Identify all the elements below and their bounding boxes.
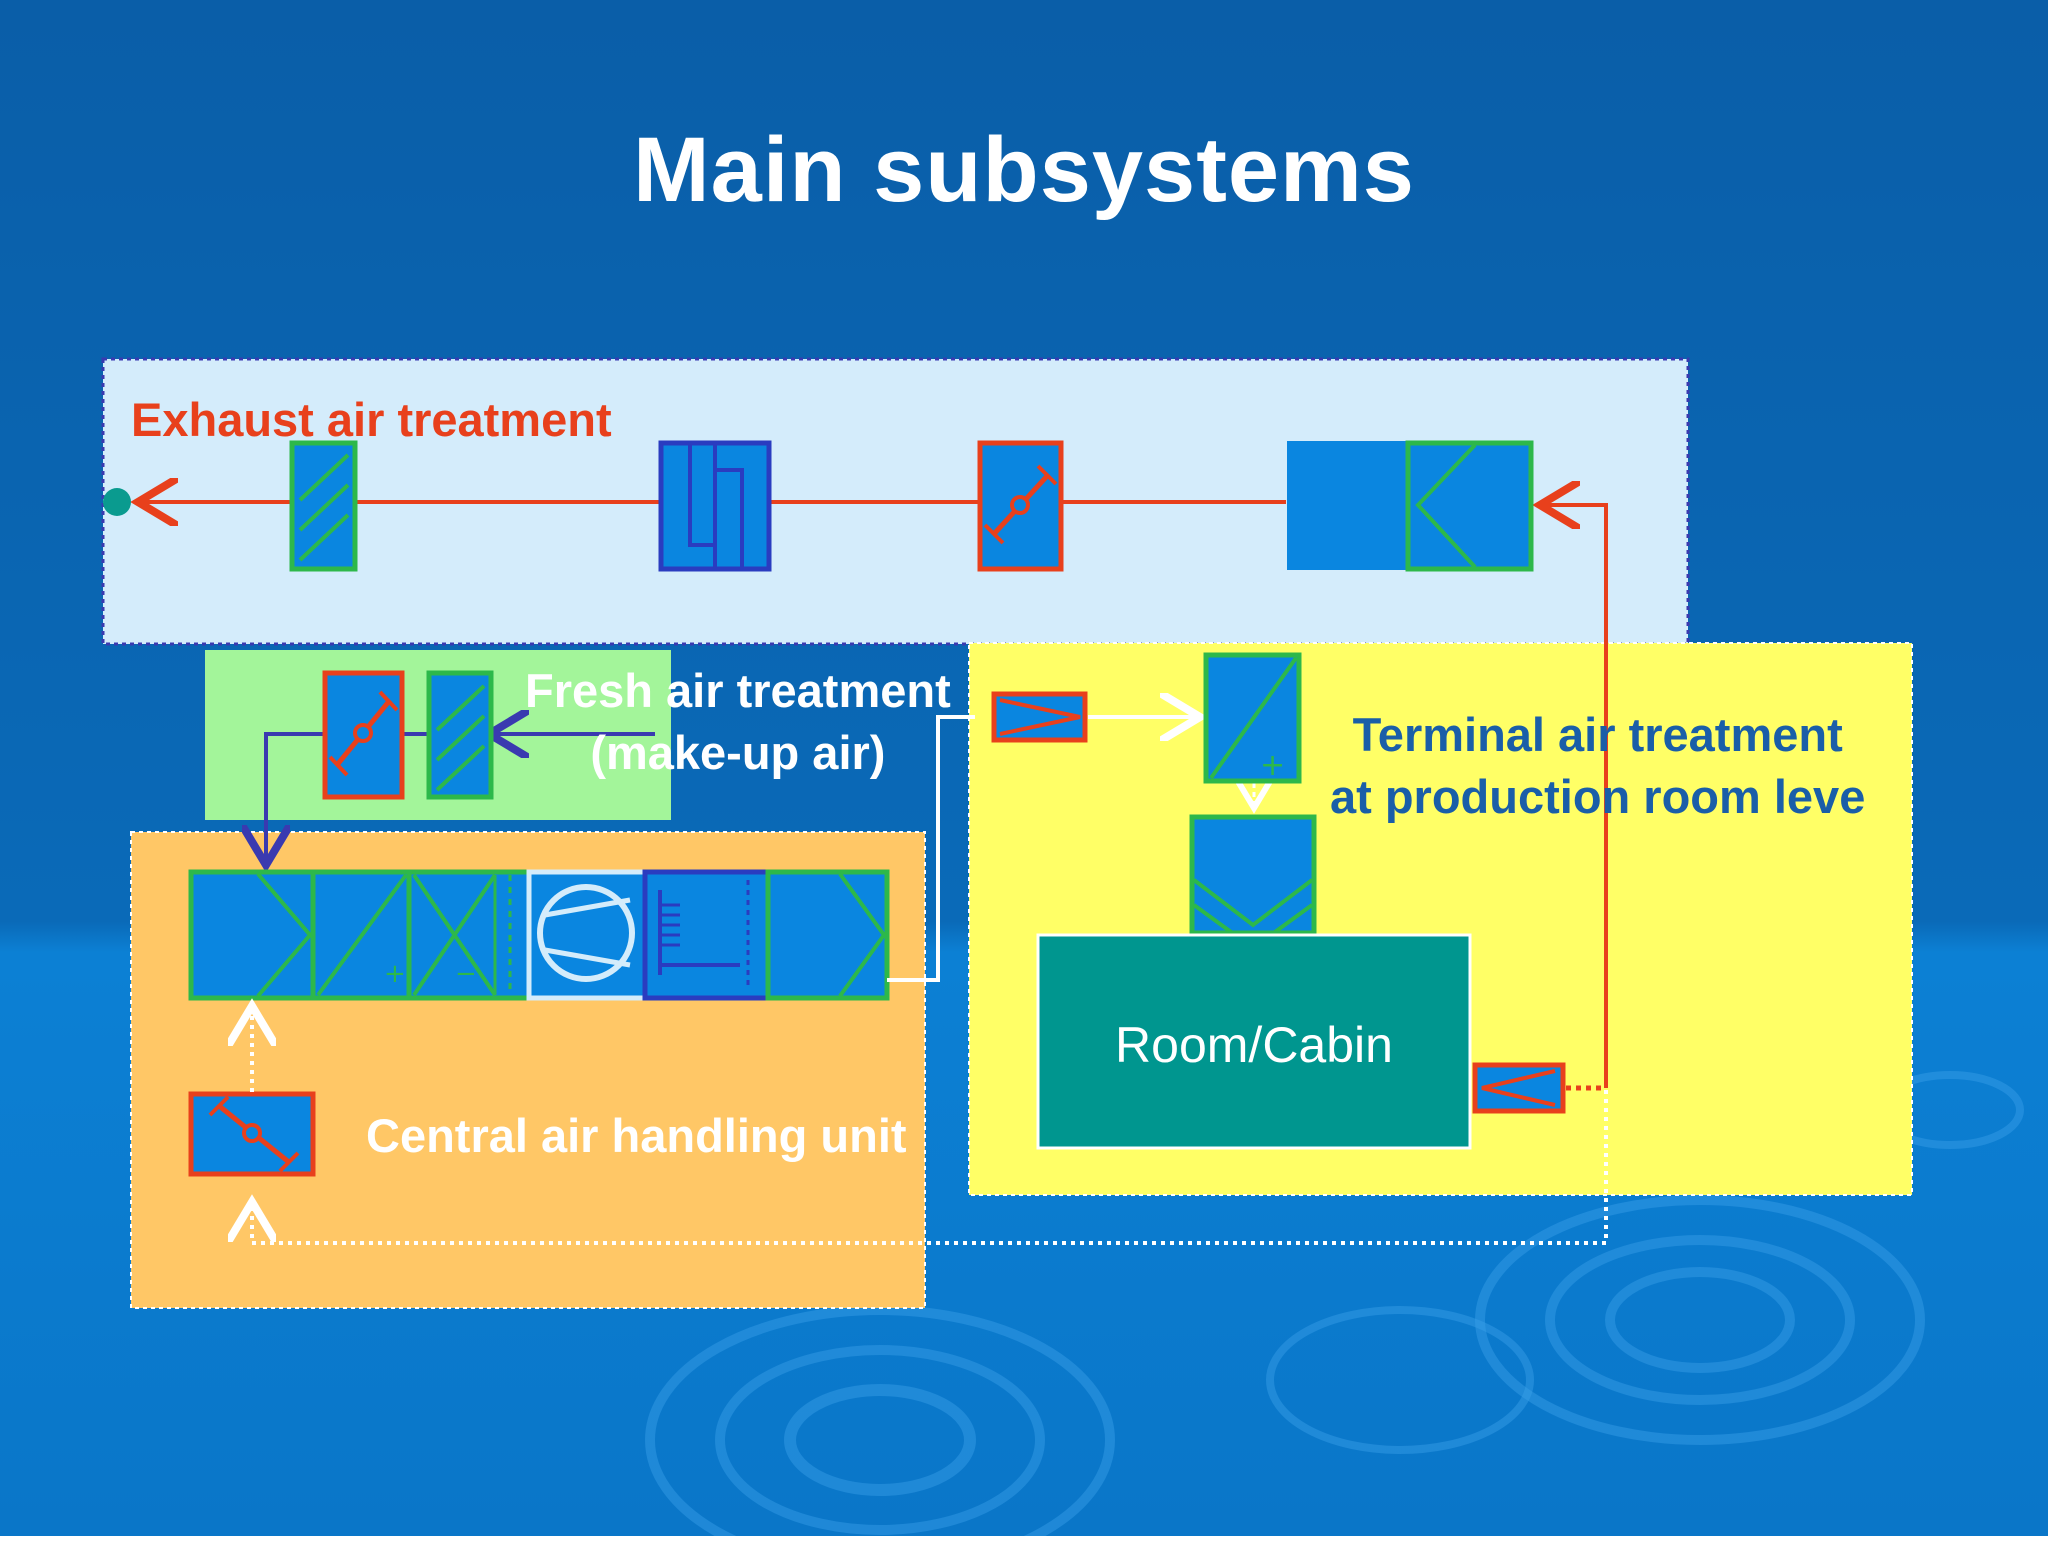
ahu-humidifier-icon xyxy=(642,869,771,1001)
central-ahu-label: Central air handling unit xyxy=(366,1109,907,1162)
svg-text:−: − xyxy=(455,959,477,989)
water-ripples-decoration xyxy=(645,1071,2024,1541)
exhaust-fan-unit-icon xyxy=(1287,440,1534,572)
ahu-fan-icon xyxy=(526,869,648,1001)
svg-text:+: + xyxy=(384,959,406,989)
room-cabin-label: Room/Cabin xyxy=(1115,1017,1393,1073)
terminal-air-label: Terminal air treatment at production roo… xyxy=(1330,704,1865,828)
ahu-supply-line xyxy=(887,715,975,982)
ahu-heating-coil-icon: + xyxy=(310,869,412,1001)
exhaust-silencer-icon xyxy=(658,440,772,572)
fresh-air-label: Fresh air treatment (make-up air) xyxy=(525,660,951,784)
ahu-cooling-coil-icon: − xyxy=(406,869,532,1001)
fresh-air-filter-icon xyxy=(426,670,494,800)
ahu-outlet-section-icon xyxy=(765,869,890,1001)
supply-volume-controller-icon xyxy=(991,691,1088,743)
ahu-mixing-section-icon xyxy=(188,869,316,1001)
fresh-air-label-line1: Fresh air treatment xyxy=(525,664,951,717)
terminal-air-label-line1: Terminal air treatment xyxy=(1352,708,1843,761)
fresh-air-damper-icon xyxy=(322,670,405,800)
exhaust-volume-controller-icon xyxy=(1472,1062,1566,1114)
page-title: Main subsystems xyxy=(633,119,1415,221)
recirculation-damper-icon xyxy=(188,1091,316,1177)
room-cabin-box xyxy=(1036,933,1472,1150)
terminal-air-label-line2: at production room leve xyxy=(1330,770,1866,823)
exhaust-return-riser xyxy=(1540,505,1608,1088)
fresh-air-label-line2: (make-up air) xyxy=(590,726,886,779)
exhaust-damper-icon xyxy=(977,440,1064,572)
svg-text:+: + xyxy=(1260,748,1285,783)
return-air-line xyxy=(252,1090,1608,1245)
exhaust-outlet-dot xyxy=(103,488,131,516)
exhaust-air-label: Exhaust air treatment xyxy=(131,393,612,446)
terminal-heating-coil-icon: + xyxy=(1203,652,1302,784)
terminal-filter-icon xyxy=(1189,814,1317,951)
exhaust-filter-icon xyxy=(289,440,358,572)
